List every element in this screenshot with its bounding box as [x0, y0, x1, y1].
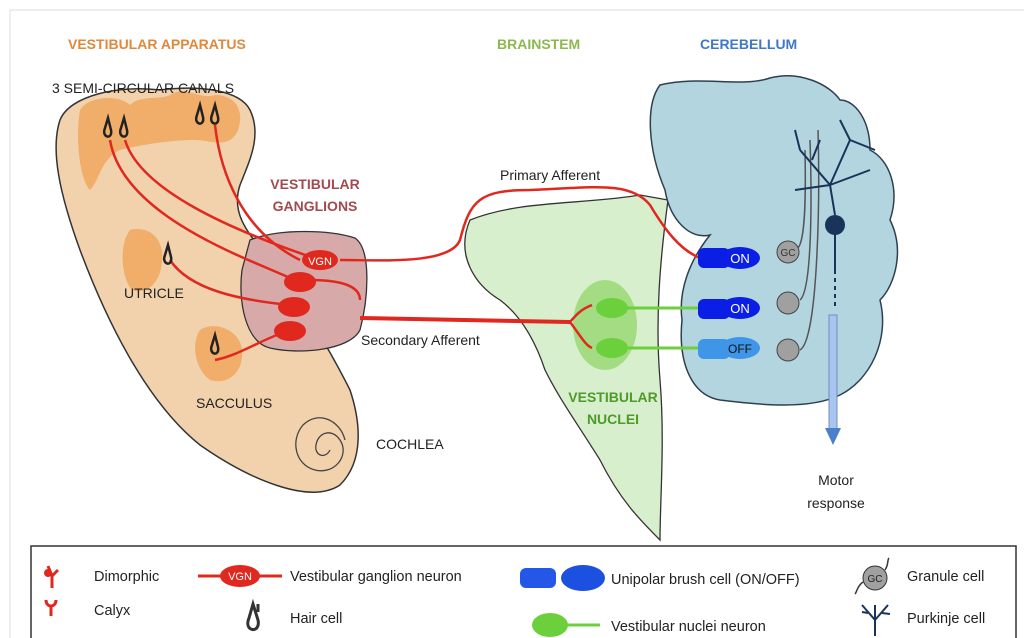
legend-vgn: Vestibular ganglion neuron [290, 569, 462, 585]
legend-purkinje: Purkinje cell [907, 611, 985, 627]
heading-brainstem: BRAINSTEM [497, 36, 580, 52]
svg-text:VGN: VGN [228, 571, 252, 583]
vestibular-nuclei-neurons [596, 298, 700, 358]
purkinje-cell-icon [861, 604, 891, 636]
vgn-label: VGN [308, 256, 332, 268]
legend-dimorphic: Dimorphic [94, 569, 159, 585]
motor-arrow-icon [825, 428, 841, 445]
label-primary-afferent: Primary Afferent [500, 167, 600, 183]
purkinje-cell [794, 119, 876, 310]
hair-cells [102, 100, 220, 355]
cerebellum-shape [649, 75, 899, 406]
label-sacculus: SACCULUS [196, 395, 272, 411]
svg-text:GC: GC [868, 574, 883, 585]
vestibular-apparatus [55, 87, 359, 493]
brainstem-shape [464, 194, 669, 542]
legend-calyx: Calyx [94, 603, 131, 619]
label-secondary-afferent: Secondary Afferent [361, 332, 480, 348]
granule-cells: GC [776, 129, 820, 362]
svg-text:OFF: OFF [728, 342, 752, 356]
calyx-icon [44, 599, 58, 616]
heading-cerebellum: CEREBELLUM [700, 36, 797, 52]
heading-vestibular-apparatus: VESTIBULAR APPARATUS [68, 36, 246, 52]
unipolar-brush-cells: ON ON OFF [698, 247, 760, 359]
motor-output-bar [828, 314, 838, 431]
legend-granule: Granule cell [907, 569, 984, 585]
legend: Dimorphic Calyx VGN Vestibular ganglion … [30, 545, 1017, 638]
label-canals: 3 SEMI-CIRCULAR CANALS [52, 80, 234, 96]
ubc-icon [520, 568, 556, 588]
vgn-cell [302, 250, 338, 270]
legend-ubc: Unipolar brush cell (ON/OFF) [611, 572, 800, 588]
granule-cell-icon [862, 565, 888, 591]
svg-text:GC: GC [781, 248, 796, 259]
label-utricle: UTRICLE [124, 285, 184, 301]
legend-box [30, 545, 1017, 638]
legend-vn-neuron: Vestibular nuclei neuron [611, 619, 766, 635]
vgn-cells: VGN [274, 250, 338, 341]
legend-hair-cell: Hair cell [290, 611, 342, 627]
hair-cell-icon [246, 598, 260, 631]
svg-text:ON: ON [730, 301, 750, 316]
label-cochlea: COCHLEA [376, 436, 444, 452]
afferent-fibers [108, 124, 701, 362]
svg-text:ON: ON [730, 251, 750, 266]
